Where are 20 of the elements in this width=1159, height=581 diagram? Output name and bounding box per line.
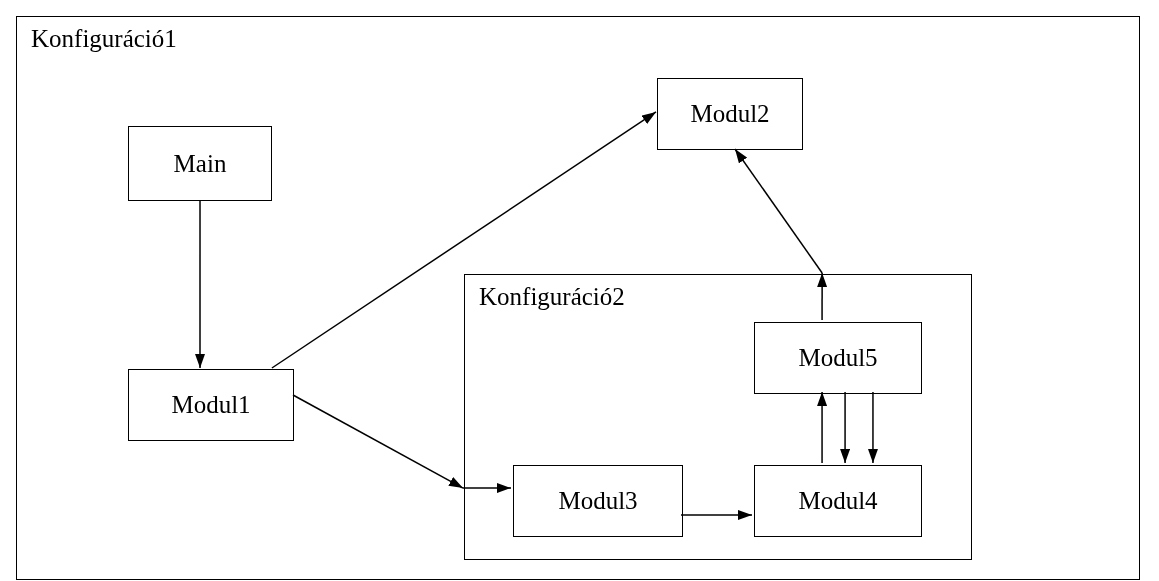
frame-title: Konfiguráció1 <box>31 25 177 53</box>
module-box: Modul1 <box>128 369 294 441</box>
module-box: Modul4 <box>754 465 922 537</box>
module-box: Main <box>128 126 272 201</box>
arrow <box>734 148 823 274</box>
arrow <box>817 391 828 464</box>
module-box: Modul3 <box>513 465 683 537</box>
arrow <box>867 391 878 464</box>
configuration-frame <box>16 16 1140 580</box>
arrow <box>840 391 851 464</box>
module-box: Modul2 <box>657 78 803 150</box>
arrow <box>195 199 206 369</box>
arrow <box>680 510 753 520</box>
arrow <box>462 483 512 493</box>
arrow <box>817 272 828 321</box>
module-box: Modul5 <box>754 322 922 394</box>
configuration-frame <box>464 274 972 560</box>
frame-title: Konfiguráció2 <box>479 283 625 311</box>
arrow <box>292 394 464 489</box>
arrow <box>271 111 657 369</box>
